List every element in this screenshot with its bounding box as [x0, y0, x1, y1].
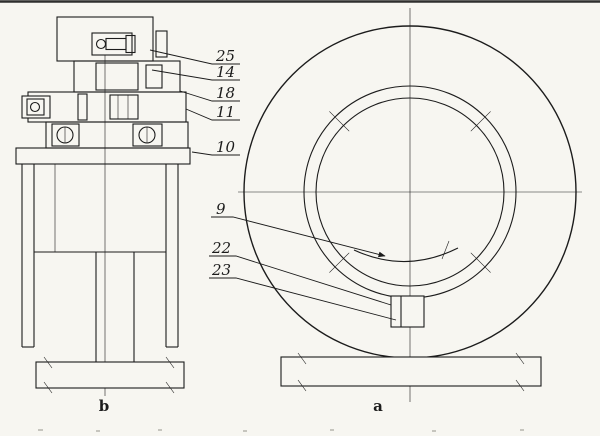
side-bolt-head	[29, 101, 41, 113]
scan-speck-marks	[38, 429, 524, 432]
housing-side-lug	[155, 30, 168, 58]
bore-arc-detail	[353, 247, 459, 263]
callout-14: 14	[151, 63, 240, 81]
bolt-shank	[105, 37, 127, 51]
callout-label-25: 25	[215, 47, 235, 65]
mid-slot	[145, 64, 163, 89]
base-plate-b	[35, 356, 185, 394]
flange-strip	[15, 147, 191, 165]
gland-slot-right	[109, 94, 139, 120]
callout-22: 22	[209, 239, 392, 306]
callout-label-9: 9	[216, 200, 226, 218]
callout-label-22: 22	[211, 239, 231, 257]
bolt-nut	[125, 34, 136, 54]
callout-label-18: 18	[216, 84, 235, 102]
callout-11: 11	[185, 103, 240, 121]
callout-label-14: 14	[216, 63, 235, 81]
side-bolt-body	[26, 98, 45, 116]
callout-label-11: 11	[216, 103, 235, 121]
callout-9: 9	[211, 200, 386, 258]
section-view-b: 25 14 18 11 10 b	[15, 16, 240, 415]
gland-band	[27, 91, 187, 123]
view-label-a: a	[373, 397, 383, 415]
key-block	[390, 295, 425, 328]
view-label-b: b	[99, 397, 110, 415]
packing-insert	[95, 62, 139, 91]
housing-mid-block	[73, 60, 181, 93]
base-plate-a	[280, 352, 542, 392]
callout-25: 25	[149, 47, 240, 65]
callout-label-10: 10	[216, 138, 236, 156]
callout-18: 18	[179, 84, 240, 102]
callout-label-23: 23	[211, 261, 231, 279]
gland-slot-left	[77, 93, 88, 121]
wheel-drum	[21, 55, 179, 396]
bore-tick-marks	[329, 111, 491, 273]
callout-23: 23	[209, 261, 397, 321]
bolt-head	[95, 38, 107, 50]
front-view-a: 9 22 23 a	[209, 8, 582, 415]
callout-10: 10	[191, 138, 240, 156]
bore-arc-tick	[441, 240, 450, 260]
